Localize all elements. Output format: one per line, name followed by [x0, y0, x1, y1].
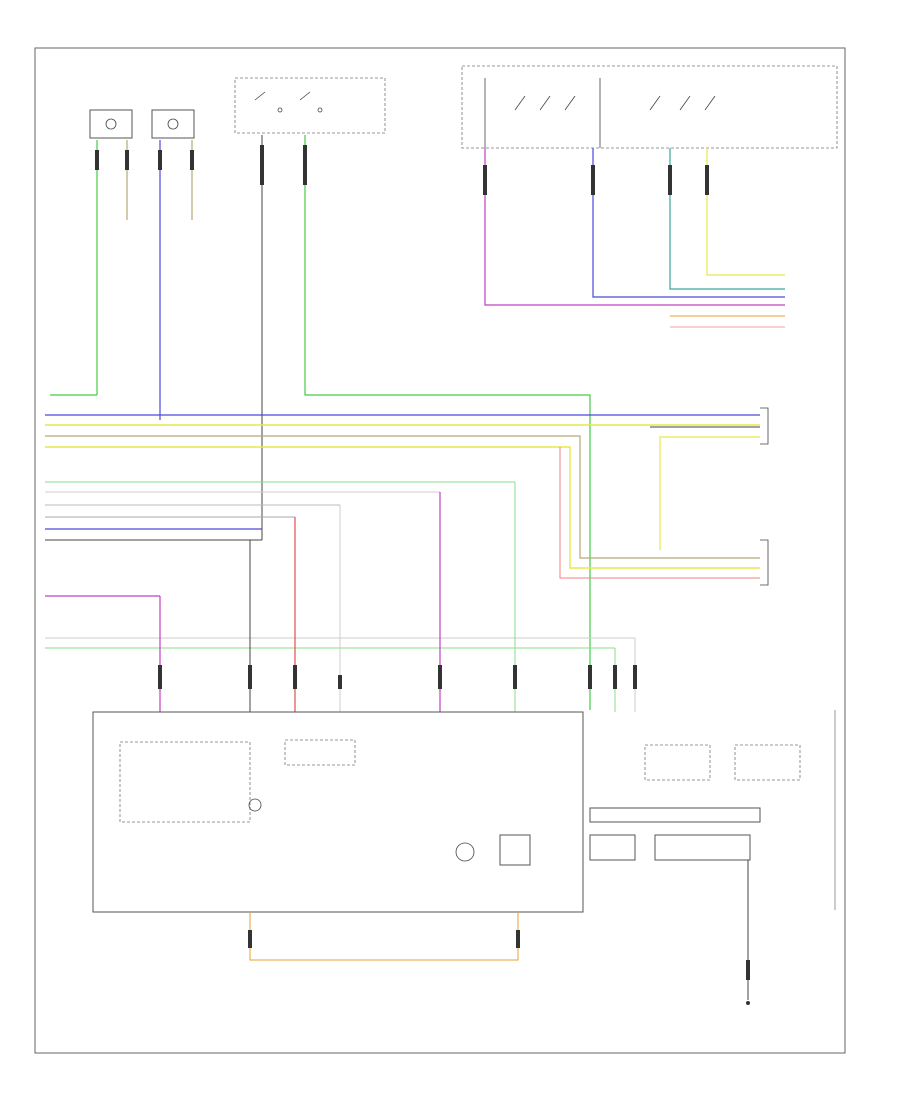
wire-yellow-sm: [706, 148, 785, 276]
relay-block: [234, 77, 386, 134]
module-right-section: [499, 834, 531, 866]
right-ground-point: [746, 1001, 750, 1005]
bus-yellow-right: [659, 436, 760, 550]
right-headlamp-assy: [589, 807, 761, 823]
bus-salmon: [559, 447, 760, 579]
switch-module-contacts: [484, 78, 716, 148]
right-tweeter-icon: [167, 118, 179, 130]
bus-yellow-2: [45, 446, 760, 569]
module-sensor-icon: [455, 842, 475, 862]
bottom-connector-right: [516, 930, 520, 948]
wire-blue-sm: [592, 148, 785, 298]
bottom-connector-left: [248, 930, 252, 948]
bus-tan: [45, 435, 760, 559]
wire-teal-sm: [669, 148, 785, 290]
right-position-light-2: [734, 744, 801, 781]
diagram-frame: [34, 47, 846, 1054]
left-tweeter-icon: [105, 118, 117, 130]
right-ground-connector: [746, 960, 750, 980]
module-lamp-icon: [248, 798, 262, 812]
switch-module: [461, 65, 838, 149]
relay-switch-icons: [254, 91, 323, 113]
wire-green-relay: [304, 135, 591, 710]
left-tweeter-box: [89, 109, 133, 139]
module-center-section: [284, 739, 356, 766]
right-tweeter-box: [151, 109, 195, 139]
right-connector-1: [760, 407, 769, 445]
right-lamp-a: [589, 834, 636, 861]
right-connector-2: [760, 539, 769, 586]
right-lamp-b: [654, 834, 751, 861]
module-left-section: [119, 741, 251, 823]
wire-violet-sm: [484, 148, 785, 306]
control-module: [92, 711, 584, 913]
right-position-light-1: [644, 744, 711, 781]
connector-ticks: [95, 145, 709, 689]
bottom-tan-wire: [249, 912, 519, 961]
